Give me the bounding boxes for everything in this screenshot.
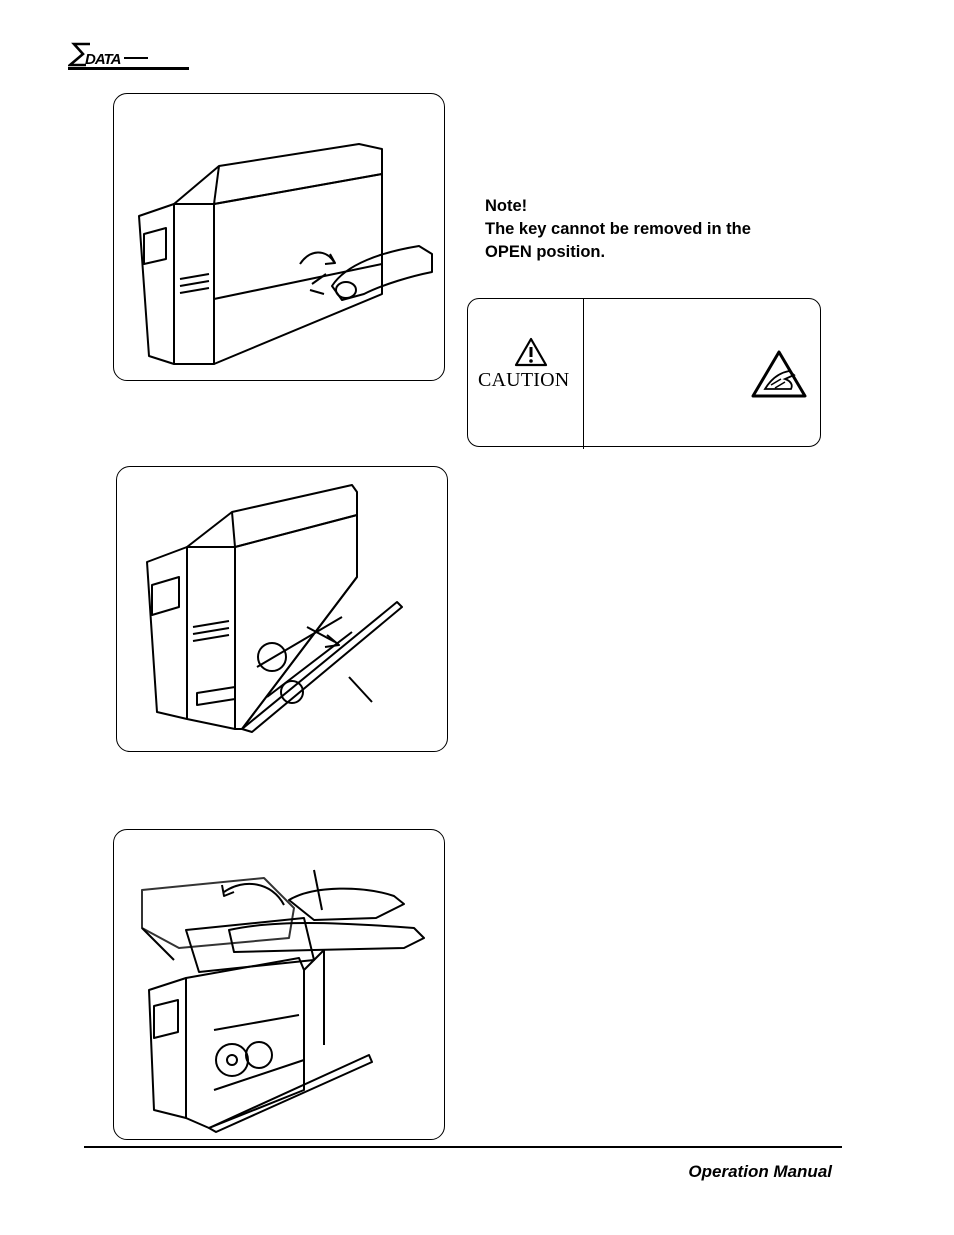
footer-rule — [84, 1146, 842, 1148]
note-line-1: The key cannot be removed in the — [485, 220, 751, 238]
header-rule — [68, 67, 189, 70]
caution-box: CAUTION — [467, 298, 821, 449]
printer-cover-lift-illustration — [113, 829, 445, 1140]
printer-key-unlock-illustration — [113, 93, 445, 381]
note-title: Note! — [485, 197, 528, 215]
sigma-data-logo: DATA — [68, 42, 148, 68]
warning-triangle-icon — [514, 337, 548, 367]
note-line-2: OPEN position. — [485, 243, 606, 261]
manual-title: Operation Manual — [688, 1162, 832, 1181]
caution-label: CAUTION — [478, 369, 570, 391]
hand-pinch-warning-icon — [751, 350, 807, 398]
sigma-icon — [68, 42, 90, 67]
note-block: Note! The key cannot be removed in the O… — [485, 195, 815, 264]
caution-divider — [583, 299, 585, 449]
logo-text: DATA — [85, 51, 121, 68]
printer-side-door-open-illustration — [116, 466, 448, 752]
